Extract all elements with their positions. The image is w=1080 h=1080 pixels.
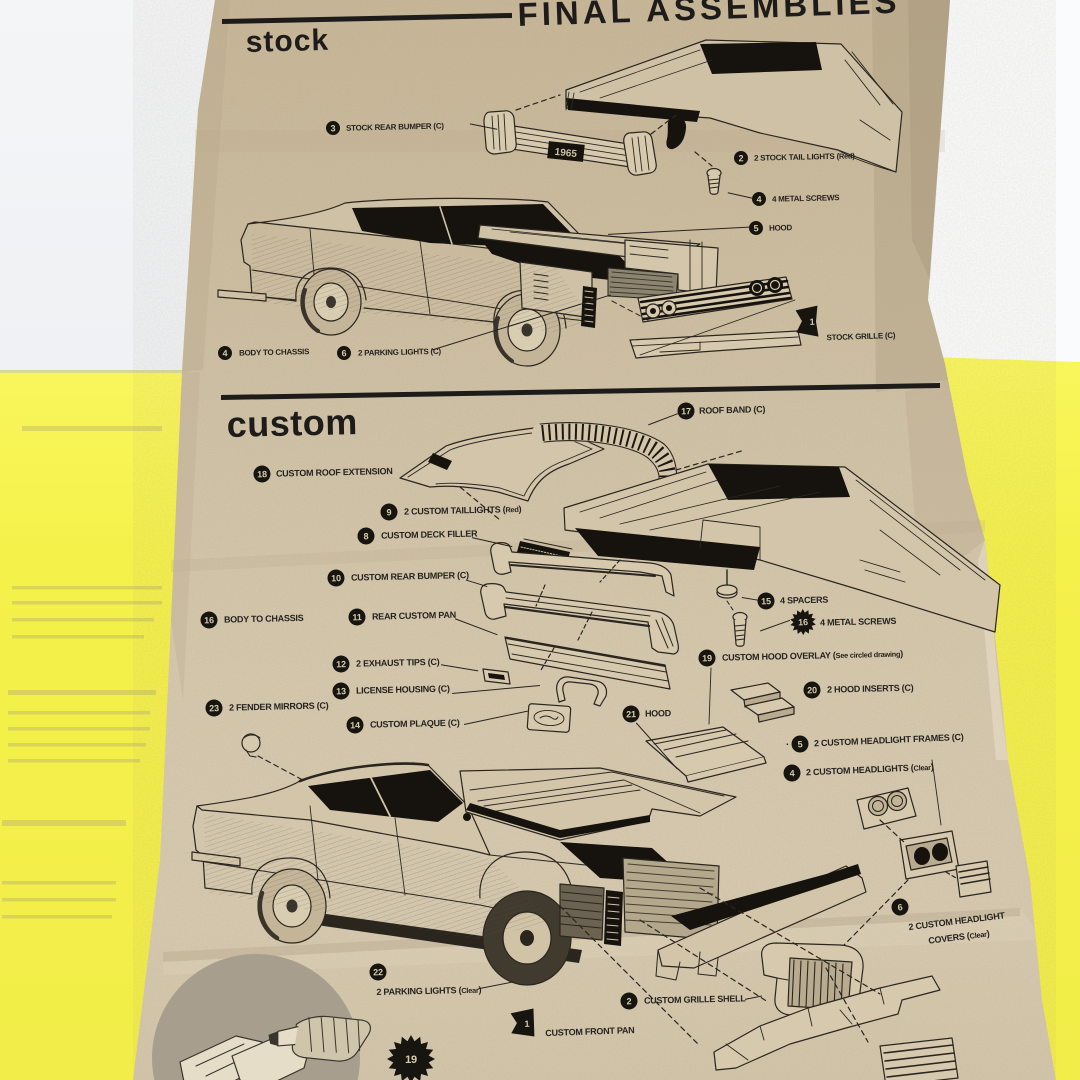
svg-text:custom: custom [226, 401, 358, 445]
svg-text:9: 9 [387, 507, 392, 517]
svg-text:4 METAL SCREWS: 4 METAL SCREWS [772, 193, 840, 204]
svg-text:CUSTOM REAR BUMPER (C): CUSTOM REAR BUMPER (C) [351, 570, 469, 583]
svg-text:ROOF BAND (C): ROOF BAND (C) [699, 404, 766, 416]
svg-text:10: 10 [331, 573, 341, 583]
svg-text:2 PARKING LIGHTS (Clear): 2 PARKING LIGHTS (Clear) [376, 985, 481, 997]
svg-text:CUSTOM DECK FILLER: CUSTOM DECK FILLER [381, 528, 478, 540]
svg-text:21: 21 [626, 709, 636, 719]
svg-text:23: 23 [209, 703, 219, 713]
svg-text:19: 19 [702, 653, 712, 663]
svg-text:2 HOOD INSERTS (C): 2 HOOD INSERTS (C) [827, 683, 914, 695]
svg-text:4: 4 [757, 194, 762, 204]
svg-text:2 FENDER MIRRORS (C): 2 FENDER MIRRORS (C) [229, 700, 329, 712]
svg-text:19: 19 [405, 1054, 417, 1066]
svg-text:4: 4 [223, 348, 228, 358]
svg-text:5: 5 [797, 739, 802, 749]
svg-text:2 PARKING LIGHTS (C): 2 PARKING LIGHTS (C) [358, 347, 442, 358]
svg-text:CUSTOM PLAQUE (C): CUSTOM PLAQUE (C) [370, 718, 460, 730]
svg-text:BODY TO CHASSIS: BODY TO CHASSIS [224, 613, 304, 625]
svg-text:STOCK REAR BUMPER (C): STOCK REAR BUMPER (C) [346, 121, 444, 132]
svg-text:17: 17 [681, 406, 691, 416]
svg-text:16: 16 [204, 615, 214, 625]
svg-text:4 METAL SCREWS: 4 METAL SCREWS [820, 616, 897, 628]
svg-text:1965: 1965 [554, 147, 578, 160]
svg-text:3: 3 [331, 123, 336, 133]
svg-text:4: 4 [789, 768, 794, 778]
svg-text:STOCK GRILLE (C): STOCK GRILLE (C) [826, 331, 896, 342]
svg-text:2: 2 [627, 996, 632, 1006]
svg-text:18: 18 [257, 469, 267, 479]
svg-text:22: 22 [373, 967, 383, 977]
svg-text:CUSTOM GRILLE SHELL: CUSTOM GRILLE SHELL [644, 993, 747, 1005]
svg-text:REAR CUSTOM PAN: REAR CUSTOM PAN [372, 610, 456, 622]
svg-text:4 SPACERS: 4 SPACERS [780, 595, 829, 606]
svg-text:CUSTOM HOOD OVERLAY (See circ: CUSTOM HOOD OVERLAY (See circled drawing… [722, 649, 903, 663]
svg-text:1: 1 [524, 1019, 529, 1029]
svg-text:6: 6 [342, 348, 347, 358]
svg-text:12: 12 [336, 659, 346, 669]
svg-text:LICENSE HOUSING (C): LICENSE HOUSING (C) [356, 684, 450, 696]
svg-text:2 STOCK TAIL LIGHTS (Red): 2 STOCK TAIL LIGHTS (Red) [754, 151, 855, 162]
svg-text:6: 6 [897, 902, 903, 913]
svg-text:BODY TO CHASSIS: BODY TO CHASSIS [239, 347, 310, 358]
svg-text:·: · [786, 739, 790, 750]
svg-text:CUSTOM ROOF EXTENSION: CUSTOM ROOF EXTENSION [276, 466, 393, 479]
svg-text:stock: stock [245, 24, 329, 59]
svg-text:2: 2 [739, 153, 744, 163]
svg-text:2 CUSTOM TAILLIGHTS (Red): 2 CUSTOM TAILLIGHTS (Red) [404, 504, 522, 517]
svg-text:HOOD: HOOD [645, 708, 672, 719]
svg-text:CUSTOM FRONT PAN: CUSTOM FRONT PAN [545, 1025, 634, 1038]
svg-text:2 EXHAUST TIPS (C): 2 EXHAUST TIPS (C) [356, 657, 440, 669]
svg-text:20: 20 [807, 685, 817, 695]
svg-text:5: 5 [754, 223, 759, 233]
svg-text:8: 8 [364, 531, 369, 541]
svg-text:16: 16 [798, 617, 808, 627]
svg-text:11: 11 [352, 612, 361, 622]
svg-text:13: 13 [336, 686, 346, 696]
svg-text:14: 14 [350, 720, 360, 730]
svg-text:15: 15 [761, 596, 771, 606]
svg-text:HOOD: HOOD [769, 223, 793, 233]
svg-text:1: 1 [809, 317, 814, 327]
